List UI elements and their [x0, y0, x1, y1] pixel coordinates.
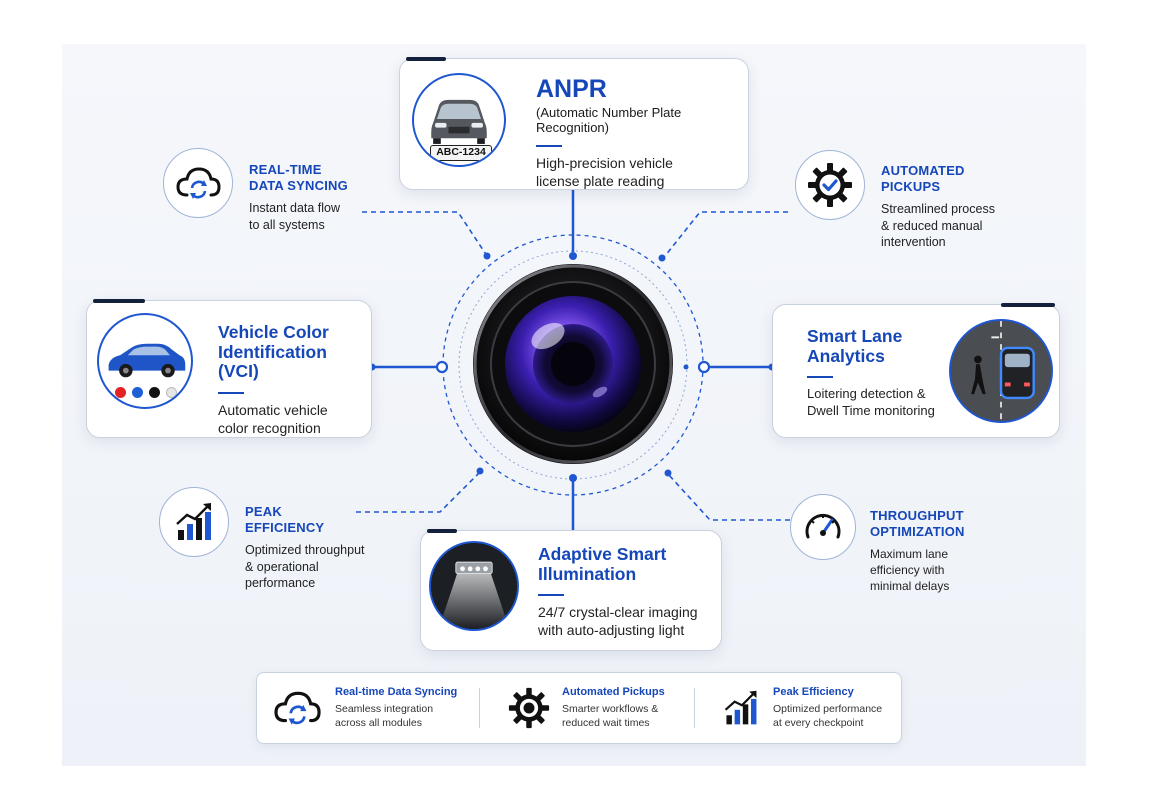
- gear-check-icon: [808, 163, 852, 207]
- growth-chart-icon: [724, 690, 757, 725]
- swatch-black: [149, 387, 160, 398]
- vci-car-image: [97, 313, 193, 409]
- lane-rule: [807, 376, 833, 379]
- anpr-car-image: ABC-1234: [412, 73, 506, 167]
- pickups-description: Streamlined process & reduced manual int…: [881, 201, 995, 250]
- summary-pickups-title: Automated Pickups: [562, 685, 665, 698]
- summary-peak-title: Peak Efficiency: [773, 685, 854, 698]
- summary-divider: [694, 688, 695, 728]
- summary-divider: [479, 688, 480, 728]
- illumination-title: Adaptive Smart Illumination: [538, 544, 667, 584]
- pickups-feature: AUTOMATED PICKUPS Streamlined process & …: [795, 150, 995, 251]
- speedometer-icon: [805, 514, 841, 539]
- lane-title: Smart Lane Analytics: [807, 326, 903, 366]
- blue-car-icon: [108, 343, 186, 378]
- cloud-sync-icon: [176, 167, 221, 199]
- anpr-title: ANPR: [536, 75, 607, 103]
- throughput-description: Maximum lane efficiency with minimal del…: [870, 546, 950, 594]
- illumination-rule: [538, 594, 564, 597]
- lane-description: Loitering detection & Dwell Time monitor…: [807, 386, 935, 418]
- peak-feature: PEAK EFFICIENCY Optimized throughput & o…: [159, 487, 365, 592]
- license-plate: ABC-1234: [430, 145, 492, 161]
- anpr-card[interactable]: ABC-1234 ANPR (Automatic Number Plate Re…: [399, 57, 749, 190]
- cloud-sync-icon: [274, 691, 321, 725]
- vci-title: Vehicle Color Identification (VCI): [218, 322, 329, 382]
- pickups-ring: [795, 150, 865, 220]
- floodlight-icon: [431, 543, 517, 629]
- vci-rule: [218, 391, 244, 394]
- summary-item-peak: Peak Efficiency Optimized performance at…: [695, 673, 896, 743]
- peak-title: PEAK EFFICIENCY: [245, 504, 325, 535]
- sync-title: REAL-TIME DATA SYNCING: [249, 162, 348, 193]
- anpr-rule: [536, 145, 562, 147]
- throughput-title: THROUGHPUT OPTIMIZATION: [870, 508, 965, 539]
- peak-description: Optimized throughput & operational perfo…: [245, 542, 365, 591]
- swatch-white: [166, 387, 177, 398]
- vci-description: Automatic vehicle color recognition: [218, 401, 328, 436]
- summary-peak-description: Optimized performance at every checkpoin…: [773, 702, 883, 729]
- swatch-blue: [132, 387, 143, 398]
- illumination-card[interactable]: Adaptive Smart Illumination 24/7 crystal…: [420, 529, 722, 651]
- swatch-red: [115, 387, 126, 398]
- summary-item-sync: Real-time Data Syncing Seamless integrat…: [257, 673, 479, 743]
- anpr-description: High-precision vehicle license plate rea…: [536, 155, 673, 189]
- summary-pickups-description: Smarter workflows & reduced wait times: [562, 702, 659, 729]
- color-swatches: [115, 387, 177, 398]
- lane-card[interactable]: Smart Lane Analytics Loitering detection…: [772, 303, 1060, 438]
- summary-sync-title: Real-time Data Syncing: [335, 685, 458, 698]
- anpr-subtitle: (Automatic Number Plate Recognition): [536, 105, 682, 135]
- sync-description: Instant data flow to all systems: [249, 200, 341, 232]
- illumination-image: [429, 541, 519, 631]
- throughput-ring: [790, 494, 856, 560]
- vci-card[interactable]: Vehicle Color Identification (VCI) Autom…: [86, 299, 372, 438]
- gear-icon: [508, 687, 550, 729]
- sync-feature: REAL-TIME DATA SYNCING Instant data flow…: [163, 148, 348, 233]
- lane-scene-icon: [951, 321, 1051, 421]
- sync-ring: [163, 148, 233, 218]
- illumination-description: 24/7 crystal-clear imaging with auto-adj…: [538, 604, 698, 639]
- pickups-title: AUTOMATED PICKUPS: [881, 163, 965, 194]
- lane-image: [949, 319, 1053, 423]
- growth-chart-icon: [176, 503, 211, 540]
- throughput-feature: THROUGHPUT OPTIMIZATION Maximum lane eff…: [790, 494, 965, 594]
- car-front-icon: [431, 99, 487, 144]
- summary-bar: Real-time Data Syncing Seamless integrat…: [256, 672, 902, 744]
- summary-item-pickups: Automated Pickups Smarter workflows & re…: [480, 673, 694, 743]
- peak-ring: [159, 487, 229, 557]
- summary-sync-description: Seamless integration across all modules: [335, 702, 434, 729]
